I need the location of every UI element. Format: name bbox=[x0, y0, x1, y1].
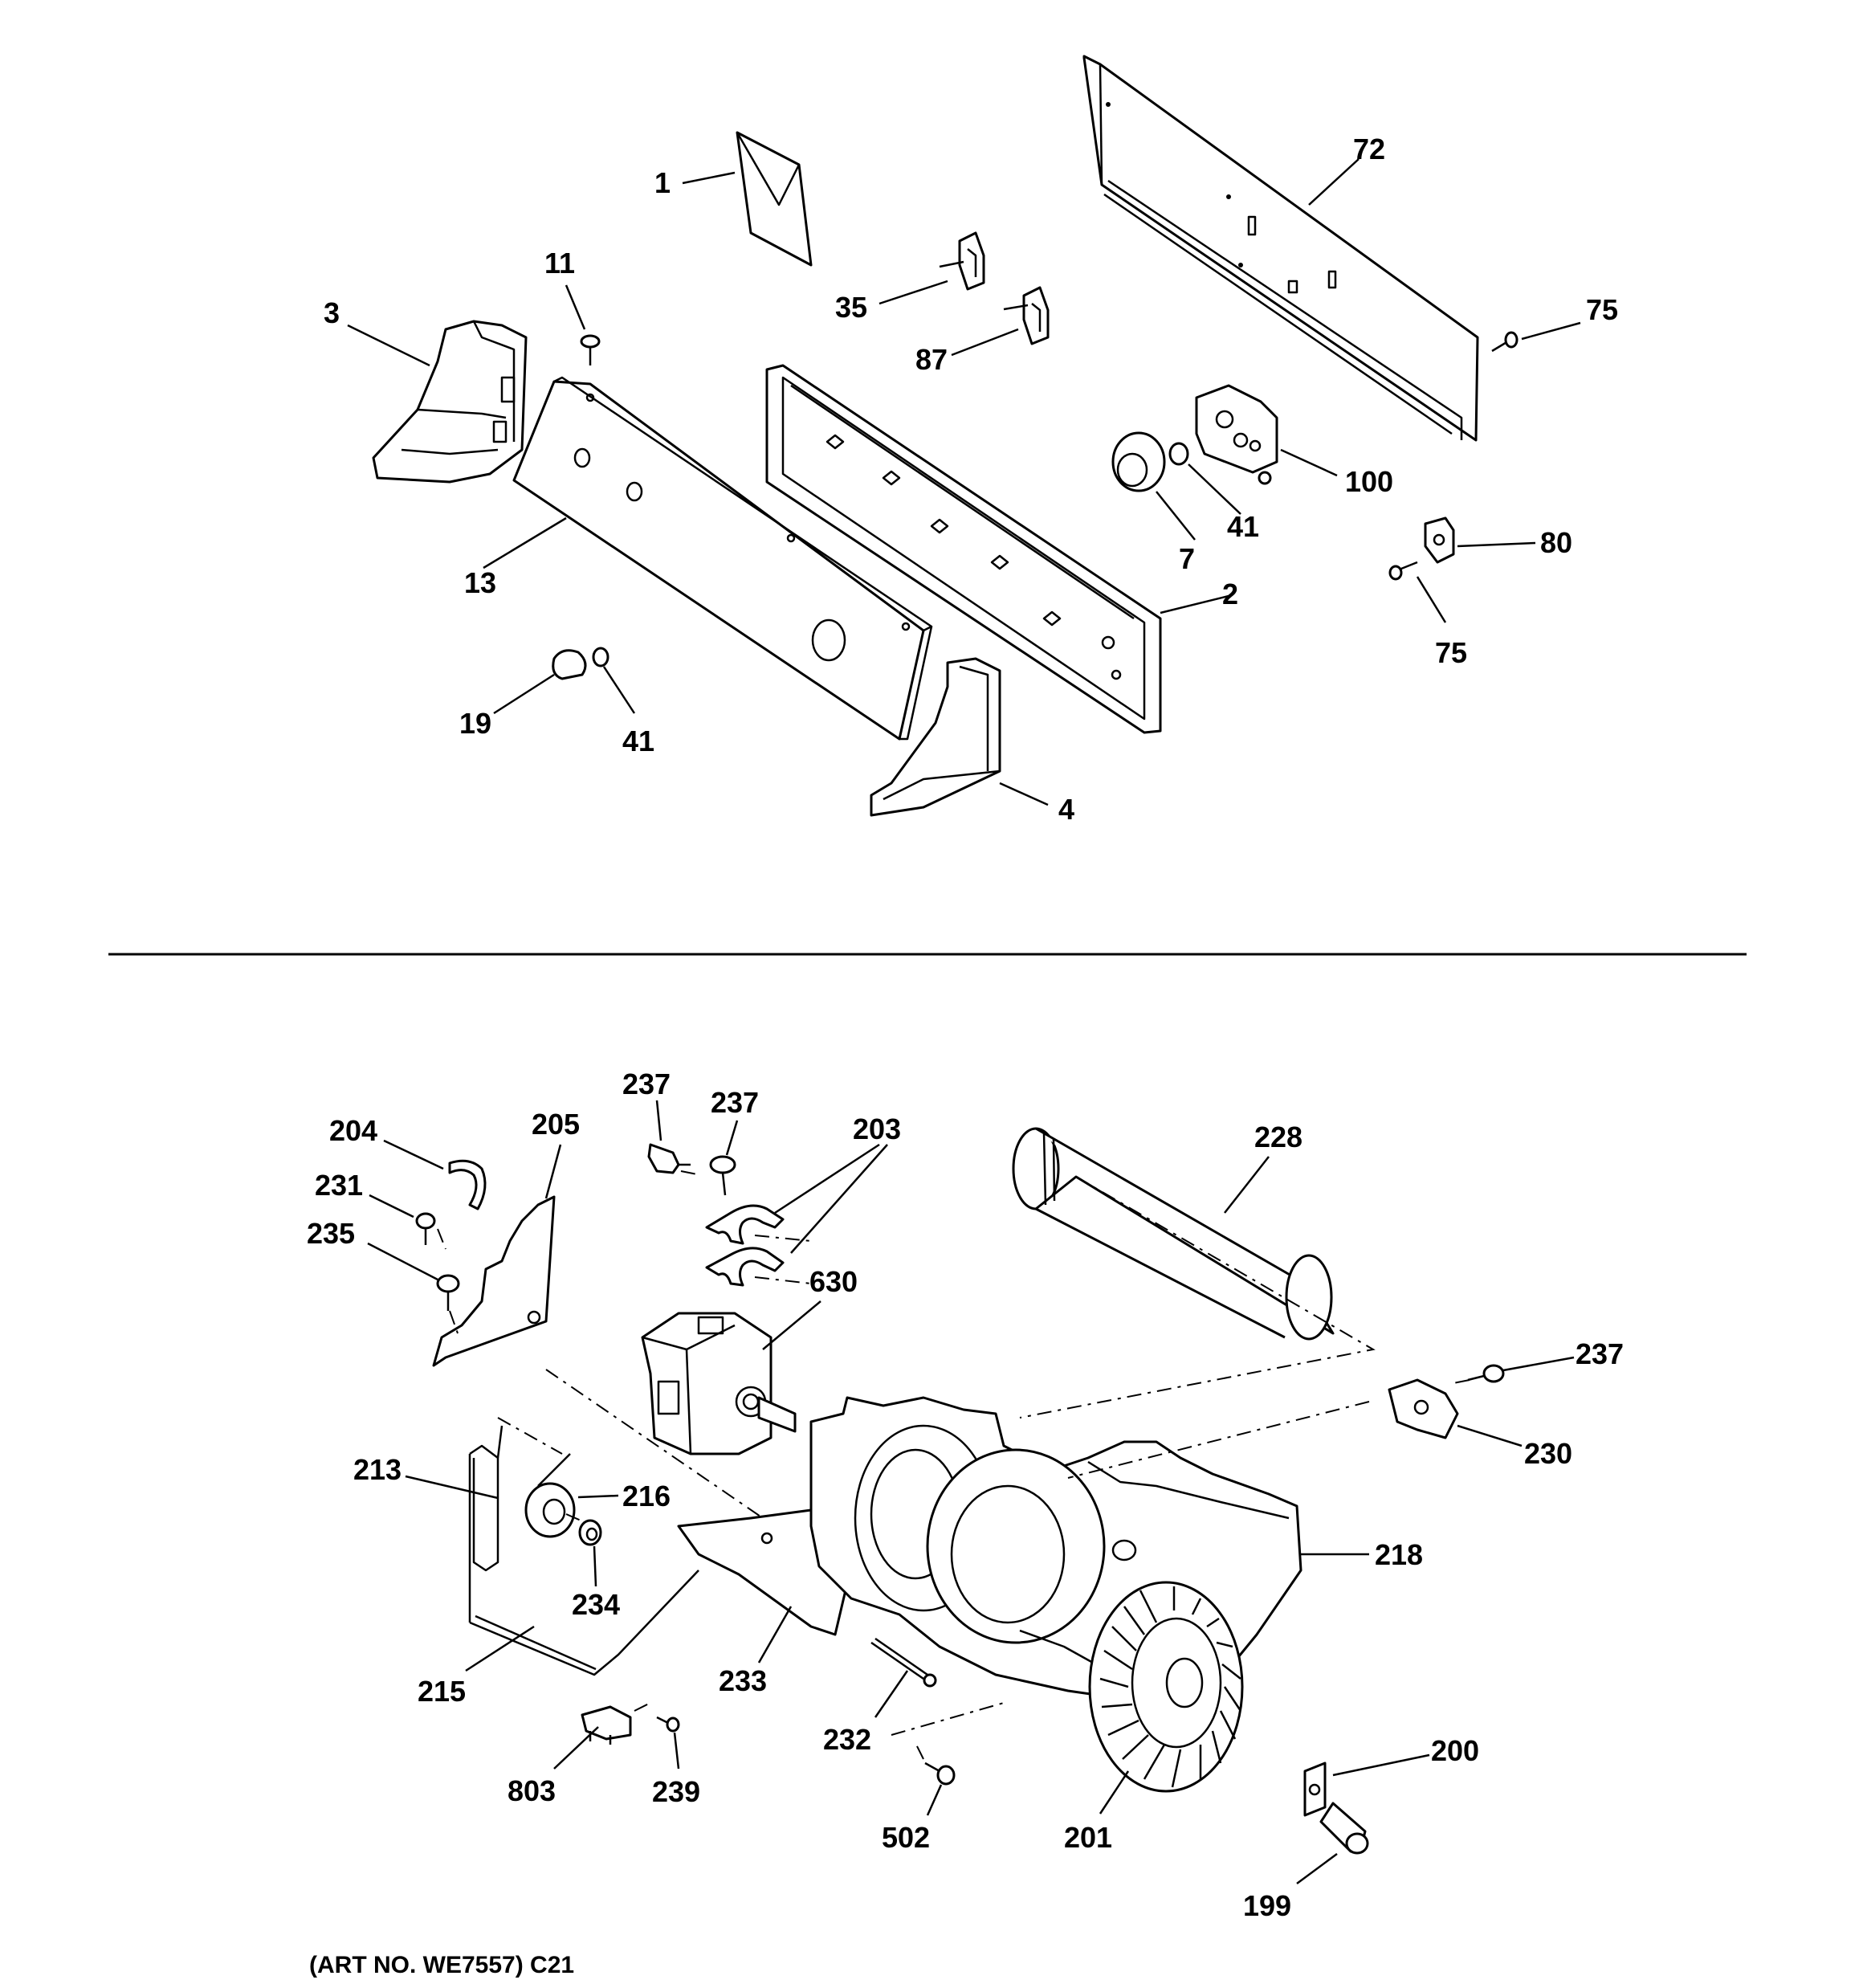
part-203-clamps bbox=[705, 1204, 785, 1287]
label-215: 215 bbox=[418, 1675, 466, 1708]
label-1: 1 bbox=[654, 166, 671, 199]
bottom-leader-lines bbox=[367, 1100, 1575, 1885]
label-218: 218 bbox=[1375, 1538, 1423, 1571]
part-11-screw bbox=[580, 334, 601, 365]
label-234: 234 bbox=[572, 1588, 620, 1621]
part-216-idler bbox=[524, 1453, 576, 1538]
label-19: 19 bbox=[459, 707, 491, 740]
label-87: 87 bbox=[915, 343, 948, 376]
label-72: 72 bbox=[1353, 133, 1385, 165]
label-232: 232 bbox=[823, 1723, 871, 1756]
label-239: 239 bbox=[652, 1775, 700, 1808]
top-labels: 1 72 11 3 35 87 75 100 41 7 80 13 2 75 1… bbox=[324, 133, 1618, 826]
label-233: 233 bbox=[719, 1664, 767, 1697]
part-237-screw-c bbox=[1467, 1364, 1505, 1383]
label-7: 7 bbox=[1179, 542, 1195, 575]
part-803-switch bbox=[581, 1705, 632, 1745]
part-7-knob bbox=[1111, 431, 1166, 492]
part-2-panel-frame bbox=[765, 364, 1162, 734]
label-75-upper: 75 bbox=[1586, 293, 1618, 326]
part-205-bracket bbox=[432, 1195, 556, 1367]
part-233-base bbox=[677, 1508, 853, 1636]
label-237-c: 237 bbox=[1576, 1337, 1624, 1370]
part-75-screw-lower bbox=[1388, 561, 1418, 581]
part-72-rear-panel bbox=[1082, 55, 1479, 442]
label-235: 235 bbox=[307, 1217, 355, 1250]
part-100-timer bbox=[1195, 384, 1278, 485]
part-41-insert-right bbox=[1168, 442, 1189, 466]
part-13-control-panel bbox=[512, 376, 933, 741]
part-237-screw-a bbox=[647, 1143, 691, 1174]
label-213: 213 bbox=[353, 1453, 402, 1486]
label-216: 216 bbox=[622, 1480, 671, 1512]
part-199-bolt bbox=[1319, 1802, 1369, 1855]
label-237-b: 237 bbox=[711, 1086, 759, 1119]
label-203: 203 bbox=[853, 1112, 901, 1145]
art-number-note: (ART NO. WE7557) C21 bbox=[309, 1952, 574, 1978]
part-230-bracket bbox=[1388, 1378, 1459, 1439]
part-35-bracket bbox=[939, 231, 985, 291]
part-1-envelope bbox=[736, 131, 813, 267]
part-213-switch bbox=[468, 1425, 503, 1623]
label-4: 4 bbox=[1058, 793, 1074, 826]
label-201: 201 bbox=[1064, 1821, 1112, 1854]
label-199: 199 bbox=[1243, 1889, 1291, 1922]
part-75-screw-upper bbox=[1491, 331, 1519, 353]
label-230: 230 bbox=[1524, 1437, 1572, 1470]
label-75-lower: 75 bbox=[1435, 636, 1467, 669]
part-237-screw-b bbox=[709, 1155, 736, 1196]
part-201-blower-wheel bbox=[1088, 1581, 1244, 1793]
label-200: 200 bbox=[1431, 1734, 1479, 1767]
assembly-lines bbox=[437, 1170, 1470, 1760]
label-630: 630 bbox=[809, 1265, 858, 1298]
part-3-end-cap bbox=[372, 320, 528, 484]
label-231: 231 bbox=[315, 1169, 363, 1202]
part-502-screw bbox=[924, 1761, 956, 1786]
part-239-screw bbox=[656, 1716, 680, 1733]
label-502: 502 bbox=[882, 1821, 930, 1854]
part-87-bracket bbox=[1003, 286, 1050, 345]
top-leader-lines bbox=[347, 158, 1581, 806]
label-803: 803 bbox=[508, 1774, 556, 1807]
label-11: 11 bbox=[544, 247, 575, 280]
part-630-motor bbox=[641, 1312, 797, 1455]
bottom-labels: 237 237 203 228 204 205 231 235 630 237 … bbox=[307, 1067, 1624, 1922]
label-35: 35 bbox=[835, 291, 867, 324]
part-204-clamp bbox=[448, 1159, 487, 1210]
label-100: 100 bbox=[1345, 465, 1393, 498]
part-235-screw bbox=[436, 1274, 460, 1311]
part-4-end-cap bbox=[870, 657, 1001, 817]
part-231-screw bbox=[415, 1212, 436, 1245]
part-234-nut bbox=[578, 1519, 602, 1546]
part-232-rod bbox=[870, 1637, 937, 1688]
part-215-rod bbox=[469, 1570, 699, 1676]
label-13: 13 bbox=[464, 566, 496, 599]
label-2: 2 bbox=[1222, 578, 1238, 610]
label-228: 228 bbox=[1254, 1121, 1302, 1153]
part-19-knob bbox=[552, 649, 587, 680]
label-41-right: 41 bbox=[1227, 510, 1259, 543]
label-237-a: 237 bbox=[622, 1067, 671, 1100]
part-80-clip bbox=[1424, 516, 1455, 564]
part-41-insert-left bbox=[592, 647, 609, 667]
label-41-left: 41 bbox=[622, 725, 654, 757]
label-204: 204 bbox=[329, 1114, 377, 1147]
label-205: 205 bbox=[532, 1108, 580, 1141]
part-200-clip bbox=[1303, 1761, 1327, 1817]
label-80: 80 bbox=[1540, 526, 1572, 559]
label-3: 3 bbox=[324, 296, 340, 329]
